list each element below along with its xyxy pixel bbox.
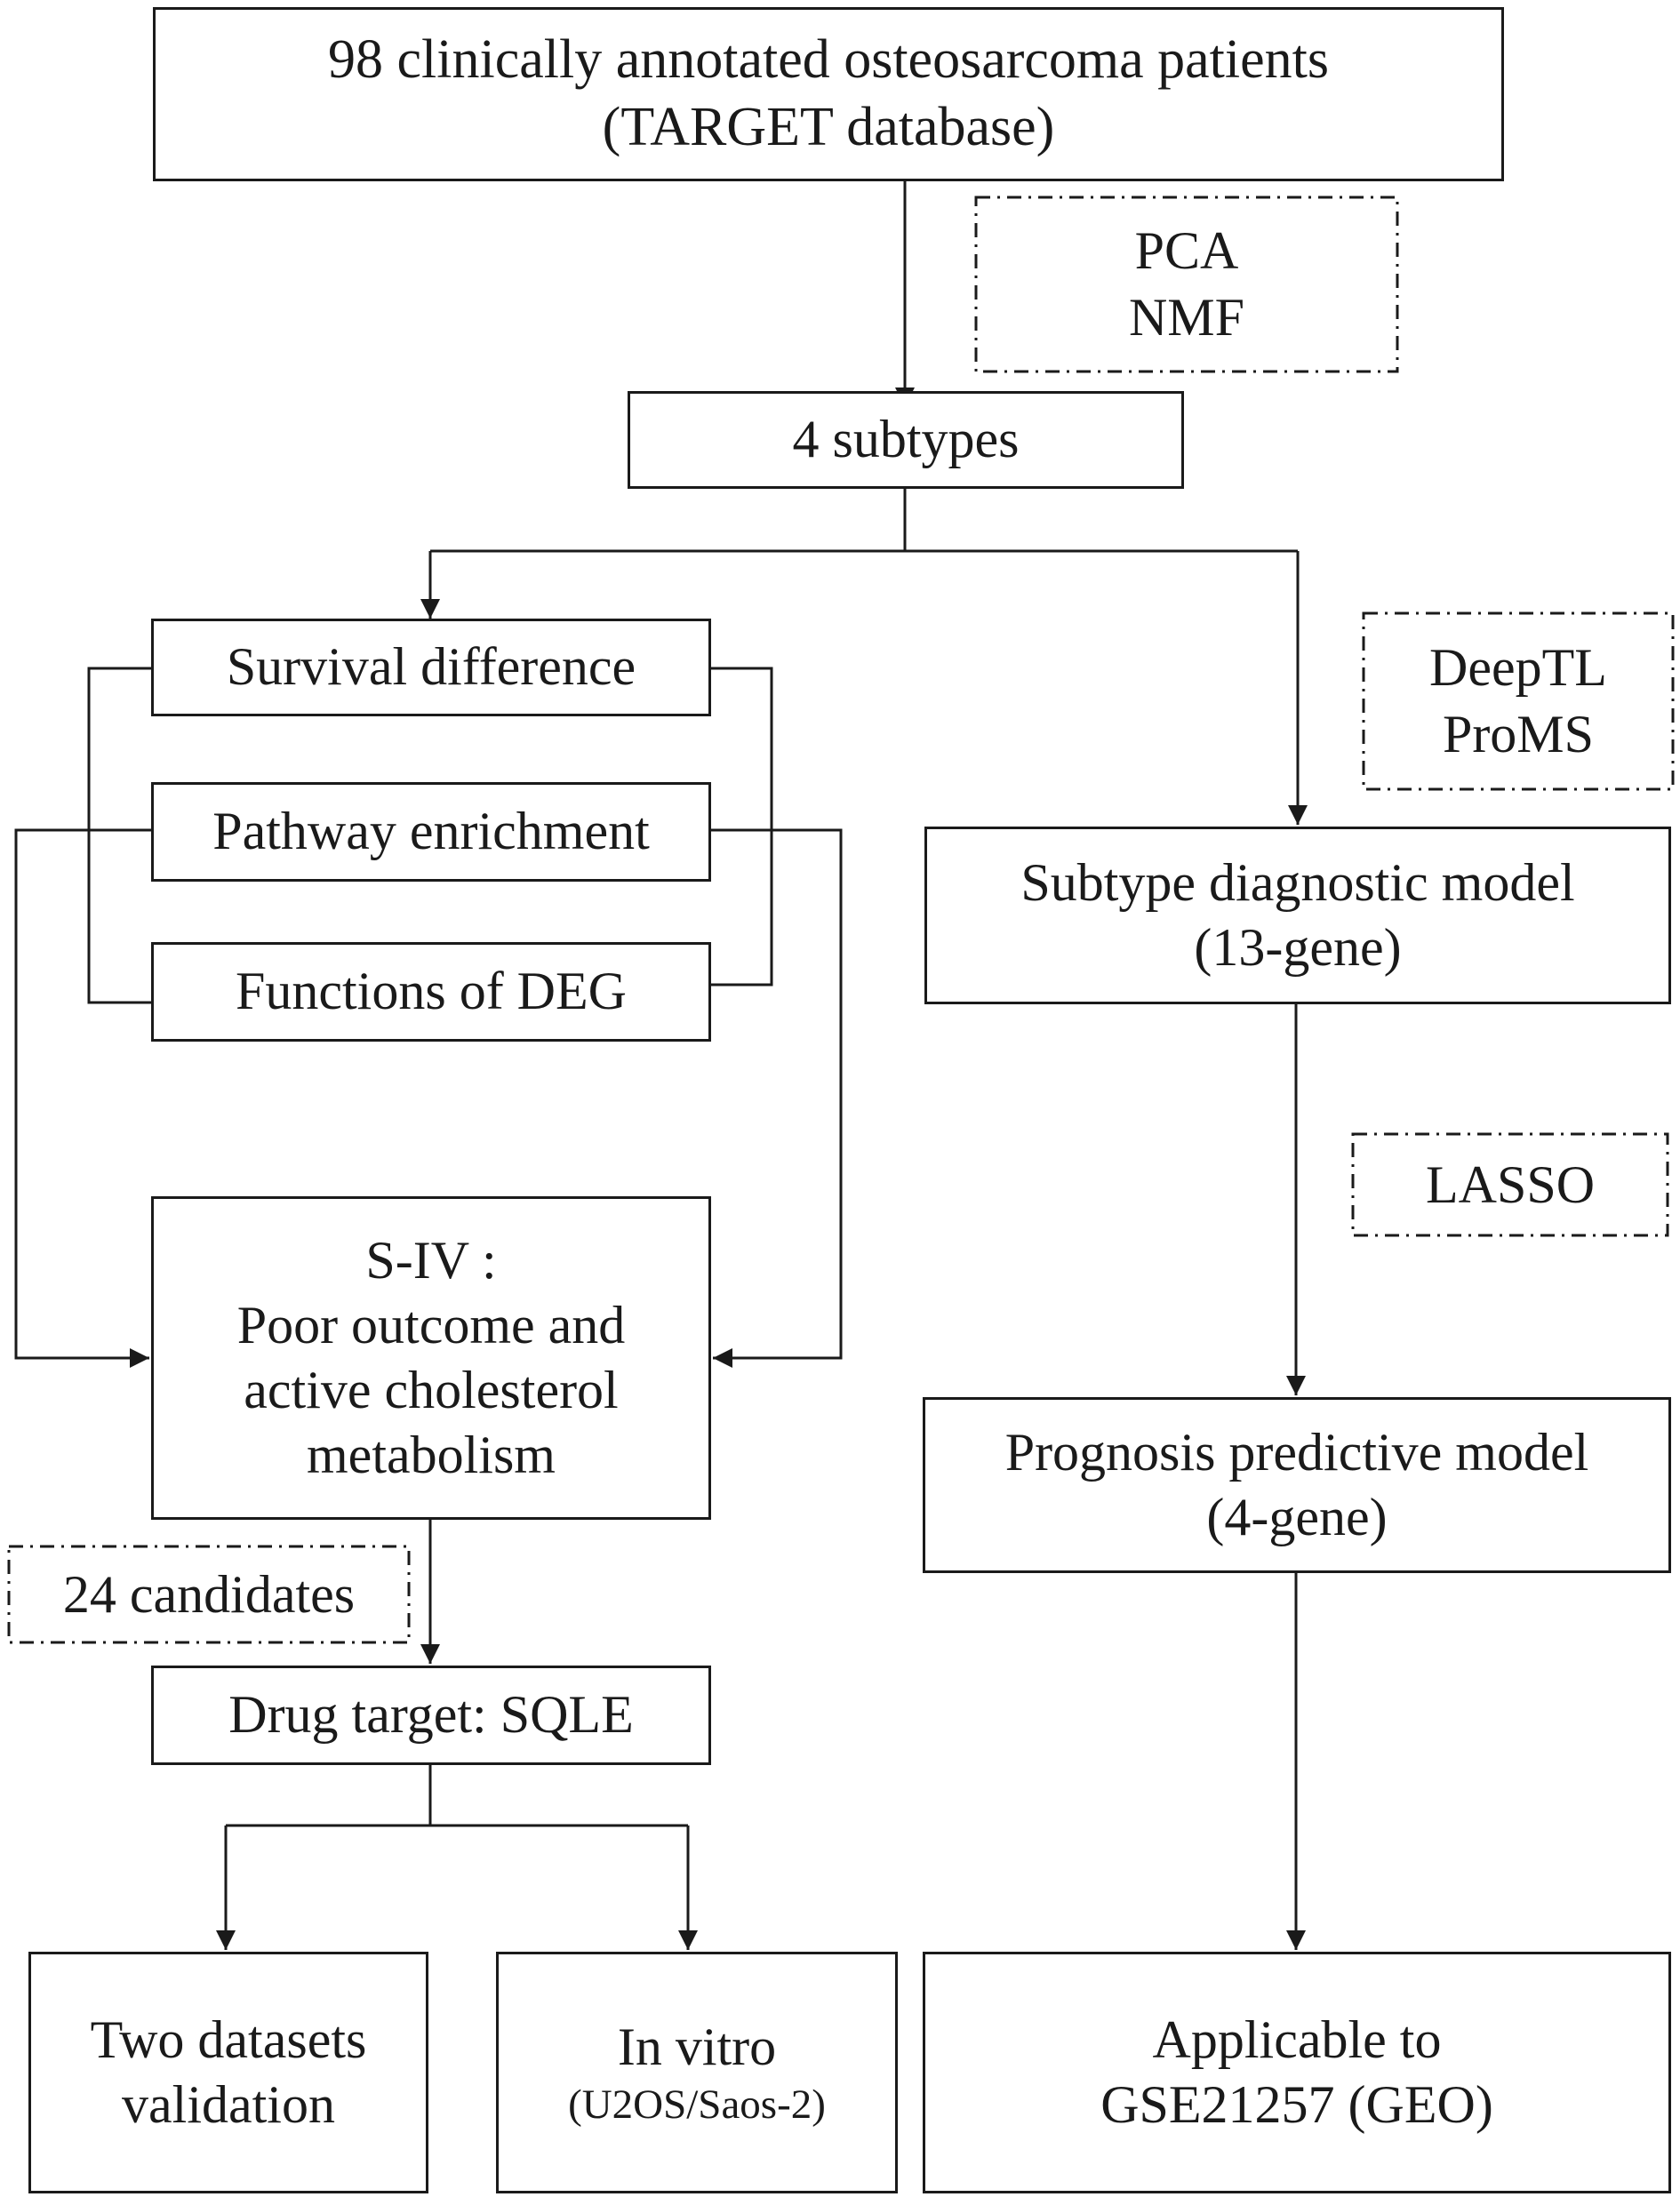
survival-label: Survival difference — [226, 637, 636, 697]
cohort-line-1: 98 clinically annotated osteosarcoma pat… — [328, 29, 1329, 91]
subtypes-box: 4 subtypes — [628, 391, 1184, 489]
siv-line-1: S-IV : — [365, 1230, 497, 1290]
applicable-box: Applicable to GSE21257 (GEO) — [923, 1952, 1671, 2193]
prognosis-model-line-1: Prognosis predictive model — [1004, 1422, 1589, 1482]
prognosis-model-line-2: (4-gene) — [1206, 1488, 1388, 1546]
survival-box: Survival difference — [151, 619, 711, 716]
validation-line-1: Two datasets — [90, 2009, 367, 2069]
method-deeptl: DeepTL — [1429, 638, 1607, 697]
lasso-box-border — [1351, 1132, 1669, 1237]
invitro-box: In vitro (U2OS/Saos-2) — [496, 1952, 898, 2193]
method-lasso: LASSO — [1425, 1154, 1596, 1214]
candidates-box-border — [7, 1545, 411, 1644]
pathway-label: Pathway enrichment — [212, 802, 650, 861]
deeptl-proms-box-border — [1362, 611, 1675, 791]
applicable-line-1: Applicable to — [1152, 2009, 1442, 2069]
validation-box: Two datasets validation — [28, 1952, 428, 2193]
deg-box: Functions of DEG — [151, 942, 711, 1042]
bracket-left-inner — [87, 667, 151, 1004]
siv-box: S-IV : Poor outcome and active cholester… — [151, 1196, 711, 1520]
method-nmf: NMF — [1128, 288, 1245, 347]
diagnostic-model-line-2: (13-gene) — [1194, 918, 1402, 977]
subtypes-split — [430, 487, 907, 553]
bracket-right-inner — [711, 667, 773, 987]
pca-nmf-box-border — [974, 196, 1399, 373]
invitro-line-2: (U2OS/Saos-2) — [568, 2081, 826, 2128]
lasso-box: LASSO — [1353, 1134, 1668, 1235]
subtypes-label: 4 subtypes — [792, 410, 1020, 469]
candidates-box: 24 candidates — [9, 1546, 409, 1642]
invitro-line-1: In vitro — [617, 2017, 777, 2076]
method-pca: PCA — [1134, 221, 1239, 280]
siv-line-3: active cholesterol — [244, 1361, 619, 1419]
applicable-line-2: GSE21257 (GEO) — [1100, 2075, 1493, 2134]
clustering-methods-box: PCA NMF — [976, 197, 1397, 371]
diagnostic-methods-box: DeepTL ProMS — [1364, 613, 1673, 789]
arrow-pathway-left — [14, 828, 151, 1368]
diagnostic-model-box: Subtype diagnostic model (13-gene) — [924, 827, 1671, 1004]
method-proms: ProMS — [1442, 705, 1595, 763]
pathway-box: Pathway enrichment — [151, 782, 711, 882]
diagnostic-model-line-1: Subtype diagnostic model — [1020, 852, 1575, 912]
candidates-label: 24 candidates — [62, 1564, 356, 1624]
cohort-line-2: (TARGET database) — [602, 97, 1055, 157]
siv-line-2: Poor outcome and — [236, 1295, 626, 1354]
cohort-box: 98 clinically annotated osteosarcoma pat… — [153, 7, 1504, 181]
siv-line-4: metabolism — [307, 1426, 556, 1485]
validation-line-2: validation — [122, 2075, 335, 2134]
drug-split — [226, 1763, 432, 1827]
drug-target-label: Drug target: SQLE — [228, 1685, 634, 1745]
prognosis-model-box: Prognosis predictive model (4-gene) — [923, 1397, 1671, 1573]
arrow-pathway-right — [711, 828, 843, 1368]
drug-target-box: Drug target: SQLE — [151, 1666, 711, 1765]
deg-label: Functions of DEG — [236, 962, 627, 1021]
